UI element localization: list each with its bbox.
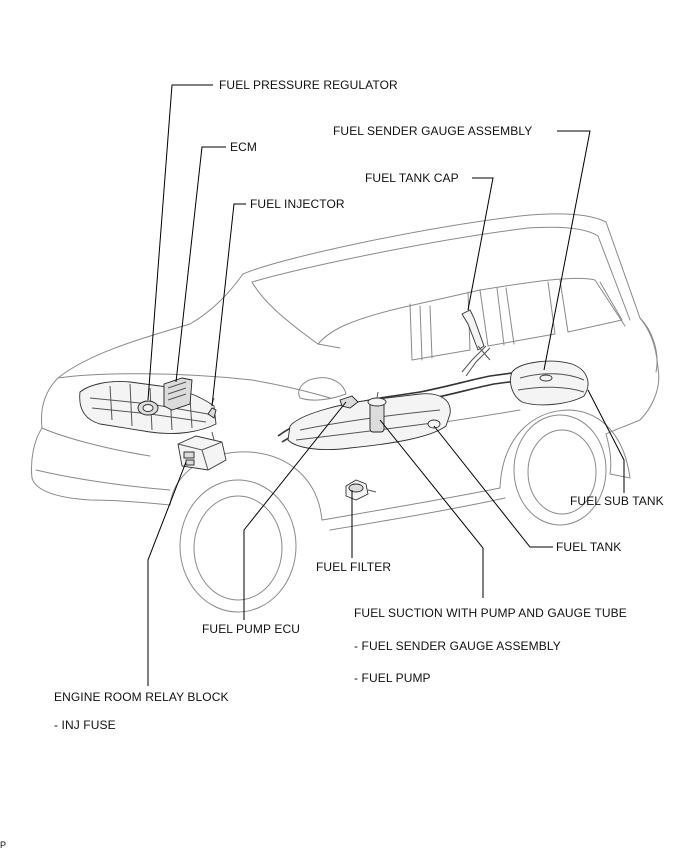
label-ecm: ECM <box>230 140 257 154</box>
label-fuel-sender-gauge-assembly: FUEL SENDER GAUGE ASSEMBLY <box>333 124 533 138</box>
engine-room-relay-block-part <box>177 431 227 471</box>
vehicle-outline <box>31 213 660 613</box>
label-fuel-tank: FUEL TANK <box>556 540 622 554</box>
label-fuel-pressure-regulator: FUEL PRESSURE REGULATOR <box>219 78 398 92</box>
label-fuel-filter: FUEL FILTER <box>316 560 392 574</box>
leader-fuel-suction <box>379 419 484 598</box>
label-fuel-suction-sub-sender: - FUEL SENDER GAUGE ASSEMBLY <box>354 639 561 653</box>
label-fuel-tank-cap: FUEL TANK CAP <box>365 171 459 185</box>
leader-ecm <box>175 146 226 383</box>
fuel-tank-cap-filler-part <box>461 309 491 361</box>
leader-fuel-injector <box>211 203 246 407</box>
label-fuel-suction: FUEL SUCTION WITH PUMP AND GAUGE TUBE <box>354 606 627 620</box>
label-fuel-sub-tank: FUEL SUB TANK <box>570 494 664 508</box>
label-fuel-suction-sub-pump: - FUEL PUMP <box>354 671 431 685</box>
fuel-pump-ecu-part <box>339 395 359 409</box>
leader-engine-room-relay-block <box>147 461 187 686</box>
leader-fuel-tank <box>433 425 553 548</box>
fuel-pump-suction-part <box>367 391 387 433</box>
label-inj-fuse: - INJ FUSE <box>54 718 116 732</box>
ecm-unit <box>163 377 193 411</box>
label-engine-room-relay-block: ENGINE ROOM RELAY BLOCK <box>54 690 229 704</box>
leader-fuel-pump-ecu <box>243 401 347 620</box>
leader-fuel-pressure-regulator <box>147 84 213 401</box>
engine-assembly <box>79 381 217 434</box>
leader-fuel-sub-tank <box>587 389 625 493</box>
corner-mark: P <box>0 840 7 850</box>
fuel-sub-tank-part <box>510 360 589 406</box>
label-fuel-injector: FUEL INJECTOR <box>250 197 345 211</box>
leader-fuel-sender-gauge-top <box>543 130 591 371</box>
label-fuel-pump-ecu: FUEL PUMP ECU <box>202 622 300 636</box>
leader-lines <box>147 84 625 686</box>
fuel-filter-part <box>345 479 377 501</box>
leader-fuel-tank-cap <box>467 177 494 311</box>
